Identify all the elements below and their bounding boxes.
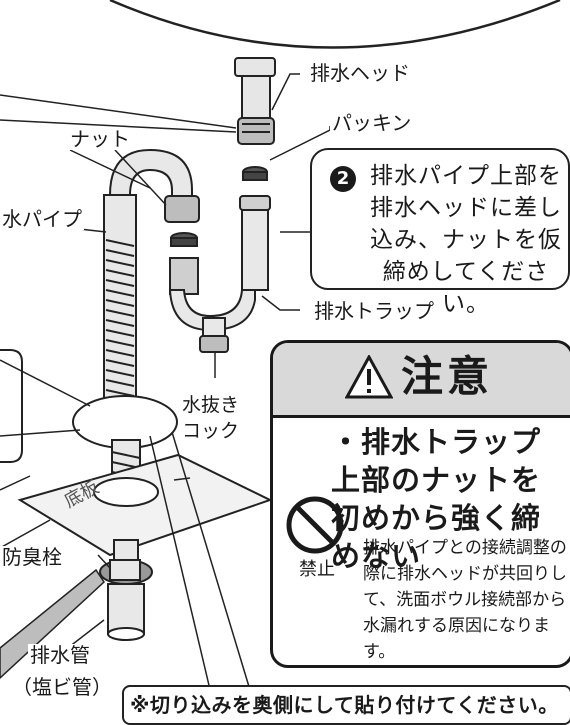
caution-detail: 排水パイプとの接続調整の際に排水ヘッドが共回りして、洗面ボウル接続部から水漏れす… [363, 538, 567, 662]
label-drain-head: 排水ヘッド [308, 61, 412, 85]
label-drain-tube: 排水管 [28, 643, 92, 667]
basin-bowl [109, 0, 561, 49]
label-packing: パッキン [330, 111, 414, 135]
insert-arrow [0, 568, 105, 680]
base-plate-part [17, 453, 273, 557]
leader-lines [0, 73, 331, 699]
label-drain-tube-material: （塩ビ管） [10, 675, 114, 699]
prohibit-label: 禁止 [299, 559, 335, 580]
prohibit-icon [286, 496, 344, 554]
drain-head-part [234, 57, 276, 145]
drain-trap-part [168, 195, 271, 353]
label-odor-plug: 防臭栓 [0, 545, 64, 569]
step-number: 2 [330, 166, 356, 192]
left-callout-frame [0, 349, 23, 463]
caution-header: 注意 [273, 343, 570, 418]
drain-tube-part [107, 559, 145, 641]
warning-triangle-icon [345, 355, 393, 399]
label-drain-pipe: 水パイプ [0, 207, 84, 231]
label-nut: ナット [68, 127, 132, 151]
label-drain-cock: 水抜き コック [180, 392, 242, 444]
drain-pipe-part [103, 148, 200, 426]
step-text: 排水パイプ上部を排水ヘッドに差し込み、ナットを仮締めしてください。 [370, 163, 562, 317]
note-text: ※切り込みを奥側にして貼り付けてください。 [130, 693, 559, 717]
label-drain-trap: 排水トラップ [312, 299, 436, 323]
caution-warning: ・排水トラップ上部のナットを初めから強く締めない [331, 425, 542, 573]
packing-part [170, 166, 268, 247]
note-bar: ※切り込みを奥側にして貼り付けてください。 [122, 685, 570, 725]
caution-panel: 注意 ・排水トラップ上部のナットを初めから強く締めない 禁止 排水パイプとの接続… [270, 340, 570, 668]
step-callout: 2 排水パイプ上部を排水ヘッドに差し込み、ナットを仮締めしてください。 [310, 148, 570, 317]
caution-title: 注意 [401, 352, 494, 401]
